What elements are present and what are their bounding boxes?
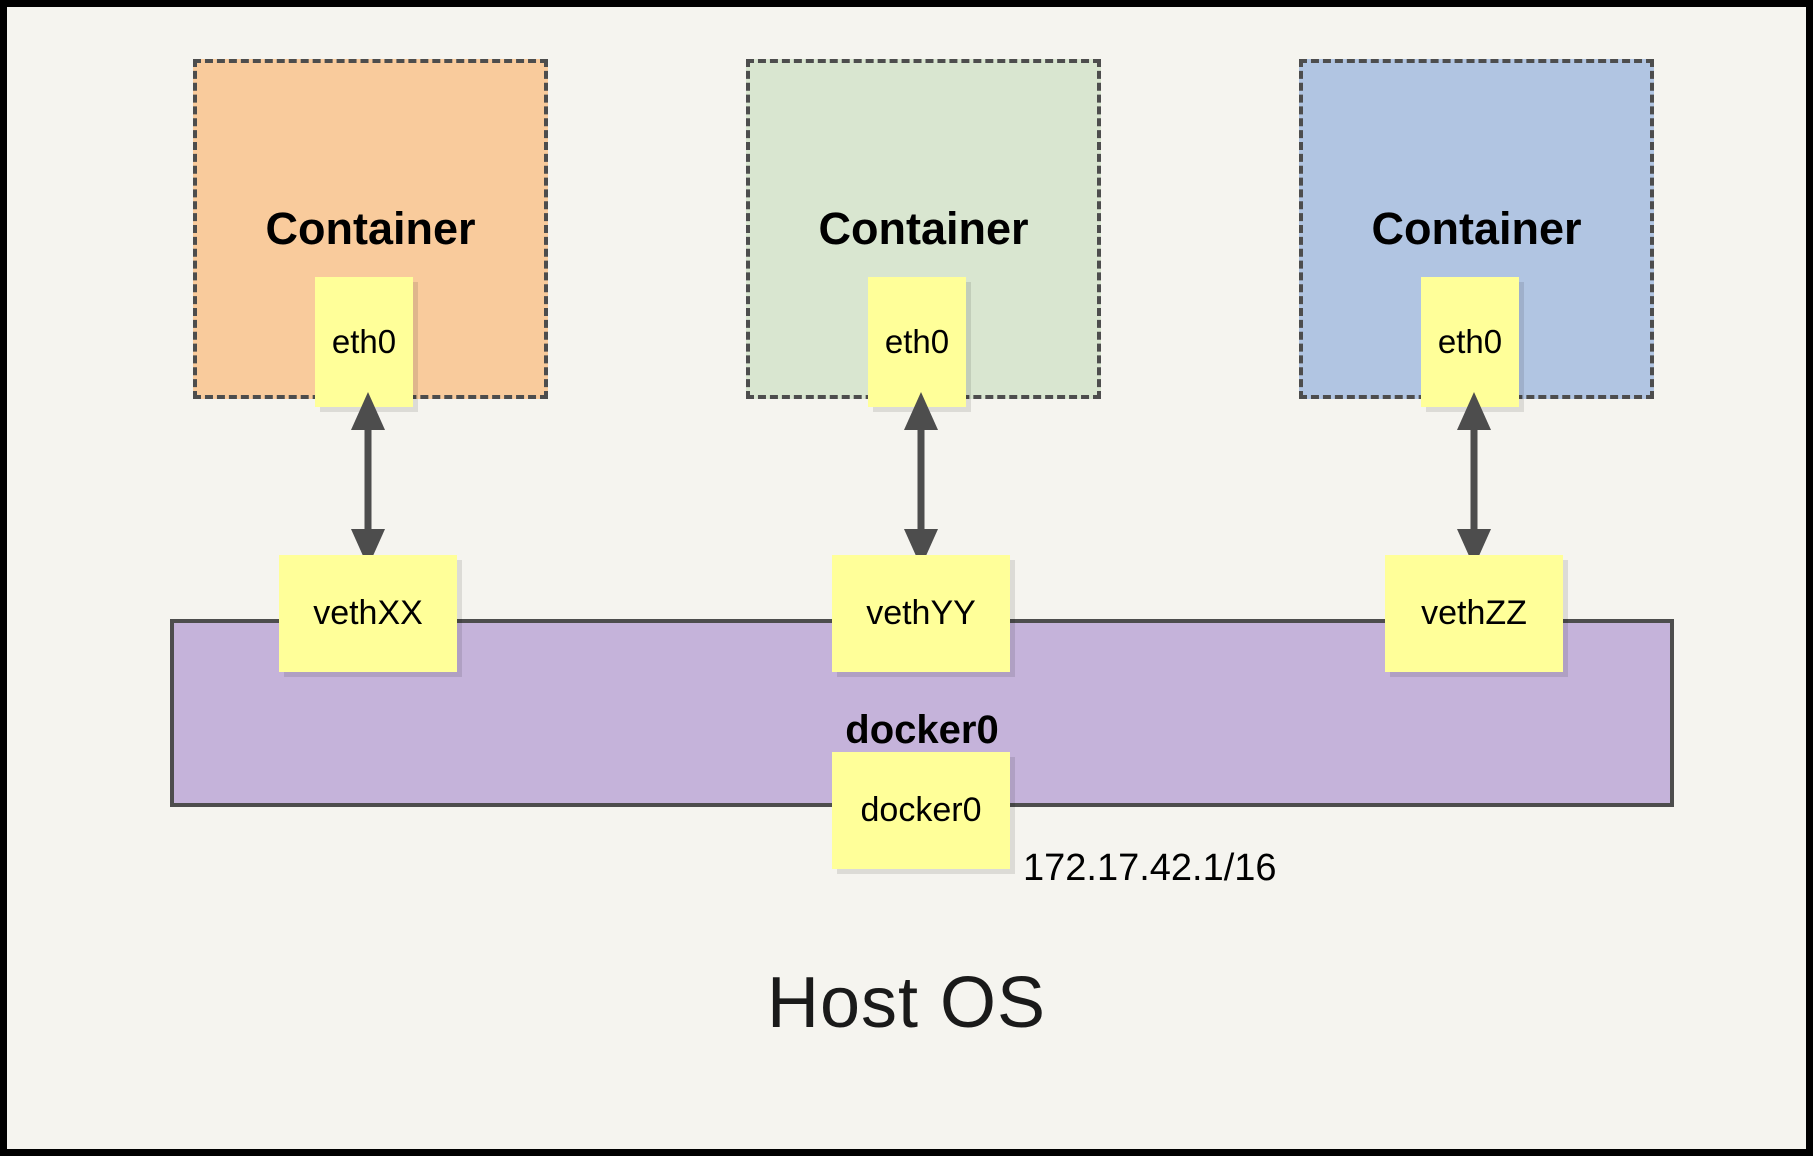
eth0-interface-2: eth0 xyxy=(868,277,966,407)
container-title-1: Container xyxy=(265,203,476,254)
docker0-ip-address: 172.17.42.1/16 xyxy=(1023,847,1277,889)
eth0-interface-3: eth0 xyxy=(1421,277,1519,407)
veth-label-3: vethZZ xyxy=(1421,594,1527,632)
docker0-interface-label: docker0 xyxy=(860,791,982,829)
docker0-bridge-label: docker0 xyxy=(845,708,999,752)
container-title-2: Container xyxy=(818,203,1029,254)
eth0-label-3: eth0 xyxy=(1437,323,1503,360)
eth0-interface-1: eth0 xyxy=(315,277,413,407)
docker0-host-interface: docker0 xyxy=(832,752,1010,869)
veth-interface-2: vethYY xyxy=(832,555,1010,672)
eth0-label-2: eth0 xyxy=(884,323,950,360)
veth-label-2: vethYY xyxy=(866,594,976,632)
veth-interface-1: vethXX xyxy=(279,555,457,672)
double-arrow-icon-3 xyxy=(1457,392,1491,567)
container-title-3: Container xyxy=(1371,203,1582,254)
double-arrow-icon-1 xyxy=(351,392,385,567)
veth-label-1: vethXX xyxy=(313,594,423,632)
host-os-label: Host OS xyxy=(766,963,1047,1043)
eth0-label-1: eth0 xyxy=(331,323,397,360)
double-arrow-icon-2 xyxy=(904,392,938,567)
veth-interface-3: vethZZ xyxy=(1385,555,1563,672)
